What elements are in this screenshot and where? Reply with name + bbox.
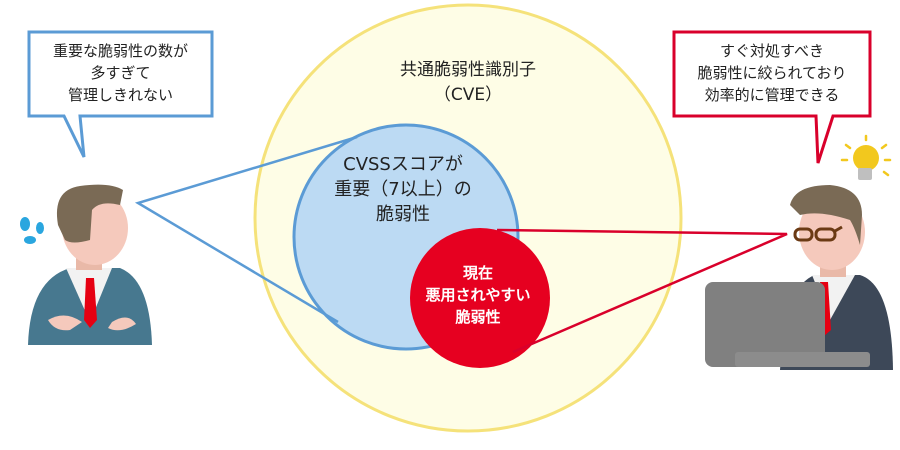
- cve-label-line: 共通脆弱性識別子: [400, 60, 536, 80]
- light-bulb-icon: [840, 134, 892, 180]
- exploitable-label-line: 悪用されやすい: [425, 286, 531, 304]
- exploitable-label-line: 現在: [462, 264, 493, 282]
- right-bubble-line: すぐ対処すべき: [720, 42, 824, 60]
- exploitable-circle: [410, 228, 550, 368]
- left-bubble-text: 重要な脆弱性の数が 多すぎて 管理しきれない: [29, 40, 212, 106]
- left-bubble-line: 重要な脆弱性の数が: [52, 42, 188, 60]
- exploitable-label-line: 脆弱性: [455, 308, 501, 326]
- cvss-label: CVSSスコアが 重要（7以上）の 脆弱性: [303, 152, 503, 227]
- right-view-lines: [496, 228, 788, 354]
- left-speech-bubble: [27, 30, 214, 158]
- cvss-label-line: 重要（7以上）の: [334, 179, 472, 200]
- glasses-icon: [793, 225, 843, 242]
- left-bubble-line: 多すぎて: [90, 64, 151, 82]
- right-speech-bubble: [672, 30, 872, 164]
- left-view-lines: [134, 135, 358, 324]
- worried-man-figure: [28, 184, 152, 345]
- cvss-label-line: CVSSスコアが: [343, 154, 463, 175]
- cve-label: 共通脆弱性識別子 （CVE）: [368, 58, 568, 108]
- right-bubble-line: 脆弱性に絞られており: [697, 64, 847, 82]
- cve-label-line: （CVE）: [433, 85, 503, 105]
- right-bubble-line: 効率的に管理できる: [704, 86, 840, 104]
- laptop-icon: [705, 282, 870, 367]
- exploitable-label: 現在 悪用されやすい 脆弱性: [408, 262, 548, 328]
- sweat-drops-icon: [20, 217, 44, 244]
- cvss-label-line: 脆弱性: [376, 204, 430, 225]
- right-bubble-text: すぐ対処すべき 脆弱性に絞られており 効率的に管理できる: [674, 40, 870, 106]
- left-bubble-line: 管理しきれない: [67, 86, 173, 104]
